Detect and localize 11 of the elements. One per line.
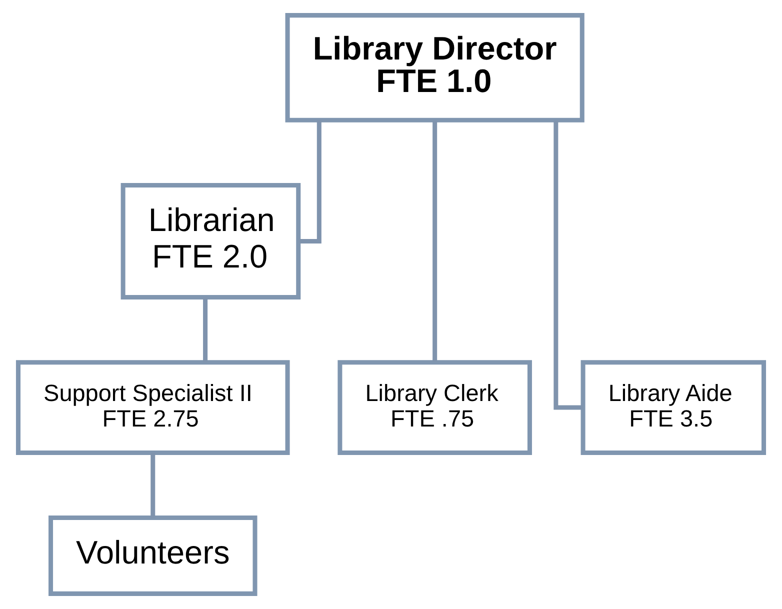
node-box: Support Specialist II FTE 2.75 — [16, 360, 290, 455]
node-box: Library Aide FTE 3.5 — [580, 360, 766, 455]
node-box: Library Director FTE 1.0 — [285, 13, 584, 122]
connector — [203, 298, 208, 362]
connector — [150, 452, 156, 518]
connector — [298, 120, 322, 244]
connector — [554, 120, 583, 410]
node-box: Library Clerk FTE .75 — [338, 360, 532, 455]
connector — [432, 120, 438, 362]
node-box: Volunteers — [48, 516, 258, 596]
node-box: Librarian FTE 2.0 — [120, 182, 301, 300]
